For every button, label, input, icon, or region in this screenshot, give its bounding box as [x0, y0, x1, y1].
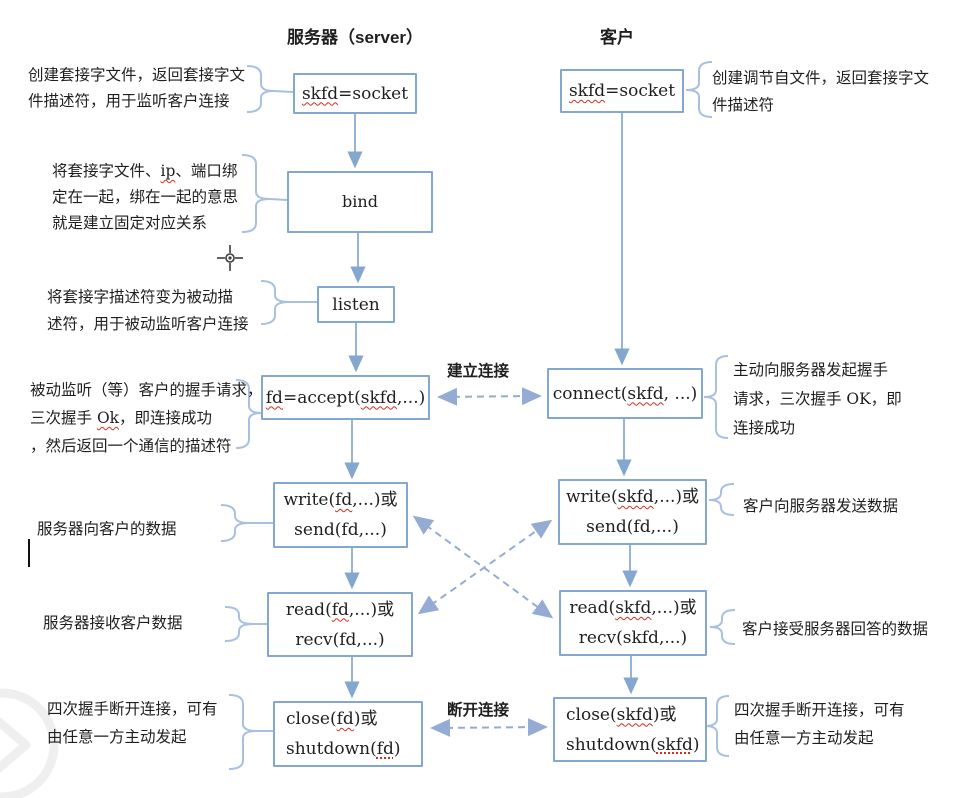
annotation-server-bind: 将套接字文件、ip、端口绑定在一起，绑在一起的意思就是建立固定对应关系: [52, 162, 239, 232]
brace-cli-read: [709, 609, 736, 645]
annotation-client-connect: 主动向服务器发起握手请求，三次握手 OK，即连接成功: [733, 361, 902, 437]
arrow-srvread-cliwrite: [417, 519, 553, 615]
node-client-connect: connect(skfd, ...): [547, 368, 703, 419]
annotation-server-close: 四次握手断开连接，可有由任意一方主动发起: [47, 700, 218, 746]
annotation-server-accept: 被动监听（等）客户的握手请求，三次握手 Ok，即连接成功，然后返回一个通信的描述…: [30, 381, 263, 455]
node-server-socket: skfd=socket: [293, 73, 417, 114]
brace-srv-listen: [260, 280, 290, 325]
brace-cli-write: [708, 483, 735, 516]
server-column-title: 服务器（server）: [287, 28, 424, 47]
brace-cli-socket: [685, 61, 713, 118]
annotation-server-read: 服务器接收客户数据: [43, 614, 183, 632]
brace-link-srv-bind: [269, 198, 288, 201]
node-client-socket: skfd=socket: [560, 69, 684, 113]
arrow-disconnect: [430, 718, 548, 737]
brace-cli-close: [704, 695, 730, 757]
node-server-listen: listen: [317, 286, 395, 323]
brace-link-srv-socket: [273, 90, 294, 93]
annotation-client-socket: 创建调节自文件，返回套接字文件描述符: [712, 69, 930, 114]
brace-srv-write: [220, 504, 250, 542]
annotation-client-write: 客户向服务器发送数据: [743, 497, 899, 515]
annotation-braces: [220, 61, 736, 770]
brace-srv-bind: [241, 154, 271, 233]
flow-arrows: [344, 113, 639, 699]
handshake-arrows: [412, 387, 554, 737]
brace-srv-close: [228, 694, 258, 770]
brace-cli-connect: [703, 355, 729, 439]
annotation-server-write: 服务器向客户的数据: [37, 520, 177, 538]
establish-connection-label: 建立连接: [447, 363, 510, 380]
annotation-client-read: 客户接受服务器回答的数据: [742, 620, 929, 638]
annotation-client-close: 四次握手断开连接，可有由任意一方主动发起: [734, 701, 905, 747]
annotation-server-socket: 创建套接字文件，返回套接字文件描述符，用于监听客户连接: [28, 66, 246, 110]
client-column-title: 客户: [600, 28, 634, 47]
brace-srv-read: [224, 606, 254, 642]
node-server-bind: bind: [287, 171, 433, 233]
text-caret: [28, 539, 30, 567]
crosshair-cursor-icon: [217, 245, 243, 271]
node-server-accept: fd=accept(skfd,...): [261, 375, 430, 420]
disconnect-label: 断开连接: [447, 702, 510, 719]
watermark-play-logo: [0, 688, 59, 798]
arrow-establish-connection: [437, 387, 542, 406]
brace-srv-socket: [246, 65, 275, 113]
annotation-server-listen: 将套接字描述符变为被动描述符，用于被动监听客户连接: [47, 288, 249, 333]
